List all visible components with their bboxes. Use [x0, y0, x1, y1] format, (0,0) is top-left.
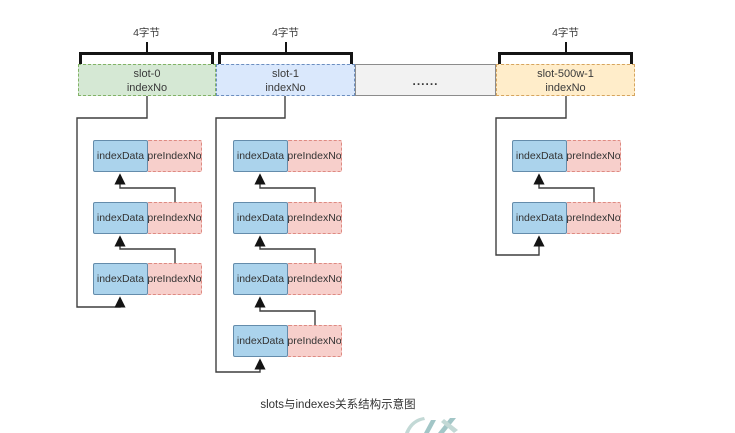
byte-width-bracket — [498, 42, 633, 67]
byte-width-label: 4字节 — [133, 27, 160, 39]
byte-width-bracket — [79, 42, 214, 67]
pre-index-no-cell: preIndexNo — [566, 202, 621, 234]
pre-index-no-cell: preIndexNo — [287, 325, 342, 357]
slot-0-box: slot-0 indexNo — [78, 64, 216, 96]
index-data-cell: indexData — [233, 263, 288, 295]
connector-preindex-to-prev — [114, 235, 176, 263]
index-data-cell: indexData — [233, 140, 288, 172]
connector-preindex-to-prev — [254, 235, 316, 263]
pre-index-no-cell: preIndexNo — [566, 140, 621, 172]
bracket-tick — [284, 42, 287, 52]
index-data-cell: indexData — [233, 202, 288, 234]
index-entry-box: indexData preIndexNo — [93, 140, 203, 172]
diagram-caption: slots与indexes关系结构示意图 — [260, 399, 416, 411]
slot-500w-1-box: slot-500w-1 indexNo — [496, 64, 635, 96]
byte-width-bracket — [218, 42, 353, 67]
connector-preindex-to-prev — [114, 173, 176, 202]
slot-field: indexNo — [265, 82, 306, 94]
index-entry-box: indexData preIndexNo — [93, 202, 203, 234]
pre-index-no-cell: preIndexNo — [287, 263, 342, 295]
pre-index-no-cell: preIndexNo — [147, 202, 202, 234]
slot-name: slot-500w-1 — [537, 68, 594, 80]
index-data-cell: indexData — [233, 325, 288, 357]
index-data-cell: indexData — [512, 202, 567, 234]
index-entry-box: indexData preIndexNo — [512, 202, 622, 234]
index-entry-box: indexData preIndexNo — [233, 140, 343, 172]
index-entry-box: indexData preIndexNo — [233, 202, 343, 234]
bracket-tick — [145, 42, 148, 52]
connector-preindex-to-prev — [254, 296, 316, 325]
watermark-logo — [405, 417, 458, 433]
index-data-cell: indexData — [512, 140, 567, 172]
pre-index-no-cell: preIndexNo — [147, 140, 202, 172]
byte-width-label: 4字节 — [272, 27, 299, 39]
slot-field: indexNo — [545, 82, 586, 94]
pre-index-no-cell: preIndexNo — [147, 263, 202, 295]
ellipsis-text: ...... — [412, 74, 439, 88]
pre-index-no-cell: preIndexNo — [287, 140, 342, 172]
index-data-cell: indexData — [93, 202, 148, 234]
slot-name: slot-0 — [133, 68, 161, 80]
index-entry-box: indexData preIndexNo — [93, 263, 203, 295]
slot-field: indexNo — [126, 82, 168, 94]
slot-1-box: slot-1 indexNo — [216, 64, 355, 96]
bracket-tick — [564, 42, 567, 52]
slot-ellipsis-box: ...... — [355, 64, 496, 96]
connector-preindex-to-prev — [533, 173, 595, 202]
index-entry-box: indexData preIndexNo — [233, 325, 343, 357]
index-data-cell: indexData — [93, 140, 148, 172]
byte-width-label: 4字节 — [552, 27, 579, 39]
pre-index-no-cell: preIndexNo — [287, 202, 342, 234]
index-entry-box: indexData preIndexNo — [233, 263, 343, 295]
slot-name: slot-1 — [272, 68, 299, 80]
connector-preindex-to-prev — [254, 173, 316, 202]
index-data-cell: indexData — [93, 263, 148, 295]
index-entry-box: indexData preIndexNo — [512, 140, 622, 172]
